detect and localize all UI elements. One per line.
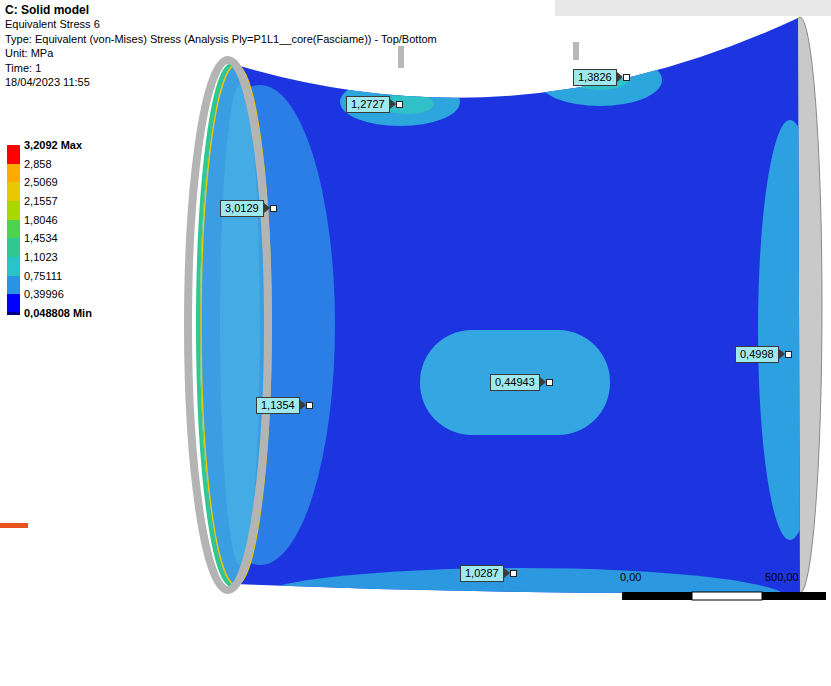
colorbar-value: 0,39996	[24, 287, 64, 301]
colorbar-value: 2,5069	[24, 175, 58, 189]
probe-value: 3,0129	[225, 202, 259, 214]
colorbar-band	[7, 312, 20, 315]
colorbar-band	[7, 238, 20, 257]
probe-label: 1,2727	[346, 96, 390, 113]
scale-label: 500,00	[765, 570, 799, 584]
colorbar-value: 2,1557	[24, 194, 58, 208]
probe-value: 1,3826	[578, 71, 612, 83]
probe-marker	[306, 402, 313, 409]
colorbar-band	[7, 145, 20, 164]
colorbar-value: 3,2092 Max	[24, 138, 82, 152]
colorbar-value: 0,75111	[24, 269, 62, 283]
probe-label: 0,4998	[735, 346, 779, 363]
colorbar-band	[7, 276, 20, 295]
probe-marker	[510, 570, 517, 577]
colorbar-band	[7, 182, 20, 201]
probe-value: 0,4998	[740, 348, 774, 360]
probe-marker	[546, 379, 553, 386]
timestamp: 18/04/2023 11:55	[5, 75, 90, 89]
probe-marker	[396, 101, 403, 108]
colorbar-value: 1,1023	[24, 250, 58, 264]
probe-marker	[785, 351, 792, 358]
colorbar-value: 0,048808 Min	[24, 306, 92, 320]
colorbar-value: 1,4534	[24, 231, 58, 245]
probe-marker	[270, 205, 277, 212]
plot-title: C: Solid model	[5, 3, 89, 17]
colorbar-band	[7, 257, 20, 276]
scale-label: 0,00	[620, 570, 641, 584]
time: Time: 1	[5, 61, 41, 75]
result-name: Equivalent Stress 6	[5, 17, 100, 31]
probe-marker	[623, 74, 630, 81]
colorbar-band	[7, 164, 20, 183]
probe-label: 1,0287	[460, 565, 504, 582]
probe-label: 0,44943	[490, 374, 540, 391]
colorbar-value: 2,858	[24, 157, 52, 171]
colorbar-band	[7, 220, 20, 239]
probe-label: 3,0129	[220, 200, 264, 217]
colorbar-value: 1,8046	[24, 213, 58, 227]
result-type: Type: Equivalent (von-Mises) Stress (Ana…	[5, 32, 437, 46]
unit: Unit: MPa	[5, 46, 53, 60]
probe-label: 1,1354	[256, 397, 300, 414]
probe-value: 1,1354	[261, 399, 295, 411]
probe-value: 0,44943	[495, 376, 535, 388]
probe-label: 1,3826	[573, 69, 617, 86]
probe-value: 1,0287	[465, 567, 499, 579]
probe-value: 1,2727	[351, 98, 385, 110]
colorbar-band	[7, 294, 20, 313]
colorbar-band	[7, 201, 20, 220]
